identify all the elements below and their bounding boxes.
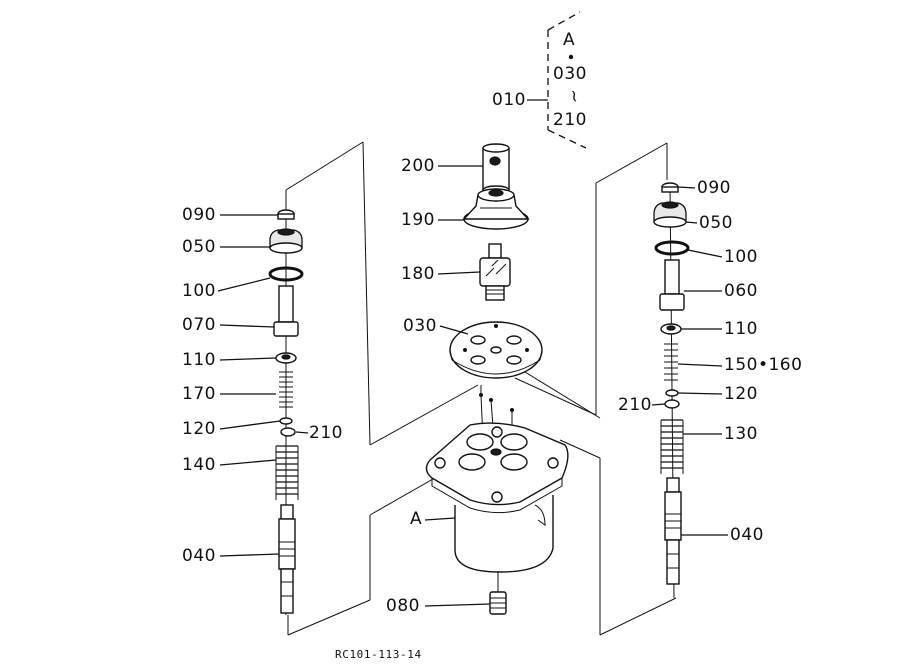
inset-bracket xyxy=(527,11,587,149)
right-120-label: 120 xyxy=(724,384,758,404)
right-100-label: 100 xyxy=(724,247,758,267)
inset-range-mark: ~ xyxy=(562,87,585,106)
left-140-label: 140 xyxy=(182,455,216,475)
left-100-label: 100 xyxy=(182,281,216,301)
inset-a-label: A xyxy=(563,30,576,50)
left-valve-stack xyxy=(268,209,304,615)
part-190-plate xyxy=(462,188,530,230)
right-130-label: 130 xyxy=(724,424,758,444)
left-070-label: 070 xyxy=(182,315,216,335)
part-180-label: 180 xyxy=(401,264,435,284)
right-110-label: 110 xyxy=(724,319,758,339)
right-090-label: 090 xyxy=(697,178,731,198)
left-170-label: 170 xyxy=(182,384,216,404)
right-060-label: 060 xyxy=(724,281,758,301)
left-050-label: 050 xyxy=(182,237,216,257)
housing-assembly xyxy=(424,422,569,573)
part-180-shaft xyxy=(479,243,511,301)
part-030-label: 030 xyxy=(403,316,437,336)
inset-030-label: 030 xyxy=(553,64,587,84)
inset-010-label: 010 xyxy=(492,90,526,110)
right-040-label: 040 xyxy=(730,525,764,545)
part-190-label: 190 xyxy=(401,210,435,230)
right-150-160-label: 150•160 xyxy=(724,355,803,375)
left-210-label: 210 xyxy=(309,423,343,443)
leader-lines xyxy=(217,165,728,607)
part-200-universal-joint xyxy=(482,143,510,195)
reference-code: RC101-113-14 xyxy=(335,648,422,661)
assembly-boundary-lines xyxy=(285,141,677,636)
left-110-label: 110 xyxy=(182,350,216,370)
housing-a-label: A xyxy=(410,509,423,529)
right-210-label: 210 xyxy=(618,395,652,415)
left-120-label: 120 xyxy=(182,419,216,439)
part-200-label: 200 xyxy=(401,156,435,176)
part-080-label: 080 xyxy=(386,596,420,616)
inset-210-label: 210 xyxy=(553,110,587,130)
part-030-plate xyxy=(449,321,543,379)
left-090-label: 090 xyxy=(182,205,216,225)
right-050-label: 050 xyxy=(699,213,733,233)
right-valve-stack xyxy=(653,182,690,599)
left-040-label: 040 xyxy=(182,546,216,566)
part-080-plug xyxy=(489,572,507,615)
